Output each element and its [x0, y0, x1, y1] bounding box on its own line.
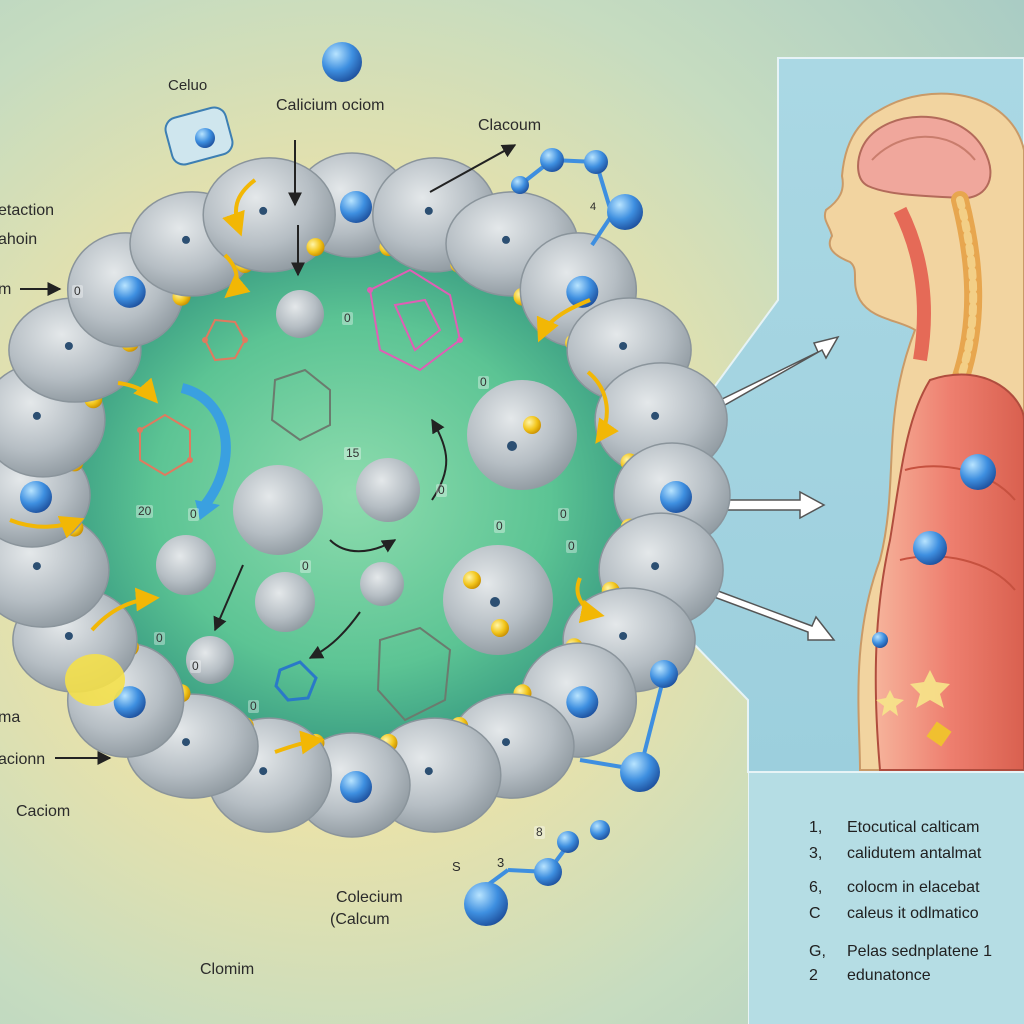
marker: 15 [344, 446, 362, 461]
cell-ring [0, 152, 731, 838]
legend-item-number: 6, [809, 879, 823, 896]
cell-nucleus [340, 771, 372, 803]
legend-item: 2 edunatonce [749, 967, 1024, 991]
label-m: m [0, 281, 12, 298]
cell-nucleus [32, 562, 41, 571]
legend-item: 3, calidutem antalmat [749, 845, 1024, 869]
marker: 0 [188, 507, 199, 522]
cell-icon [164, 106, 234, 166]
cell-nucleus [259, 206, 268, 215]
cell-nucleus [651, 411, 660, 420]
cell-nucleus [340, 191, 372, 223]
cell-nucleus [566, 275, 599, 308]
marker: 0 [154, 631, 165, 646]
marker: 0 [248, 699, 259, 714]
cell-nucleus [64, 632, 73, 640]
brain [857, 115, 992, 200]
legend-item-number: 3, [809, 845, 823, 862]
cell-nucleus [619, 632, 628, 640]
label-clacoum: Clacoum [478, 117, 542, 134]
cell-nucleus [113, 686, 146, 719]
legend-item: G, Pelas sednplatene 1 [749, 943, 1024, 967]
legend-item-text: calidutem antalmat [847, 845, 982, 862]
cell-nucleus [502, 738, 510, 747]
human-figure [823, 92, 1024, 771]
legend-panel: 1, Etocutical calticam 3, calidutem anta… [748, 772, 1024, 1024]
cell-nucleus [619, 342, 628, 350]
molecule-structures [137, 268, 463, 722]
blue-flow-arrow [180, 383, 231, 509]
marker: 8 [534, 825, 545, 840]
label-calcum: (Calcum [330, 911, 390, 928]
calcium-ion [306, 238, 325, 257]
label-celuo: Celuo [168, 77, 208, 94]
legend-item-number: 2 [809, 967, 818, 984]
legend-item-text: caleus it odlmatico [847, 905, 979, 922]
legend-item-number: G, [809, 943, 826, 960]
cell-nucleus [32, 411, 41, 420]
marker: 20 [136, 504, 154, 519]
label-colecium: Colecium [336, 889, 403, 906]
label-s: S [452, 859, 461, 874]
label-ahoin: ahoin [0, 231, 38, 248]
marker: 0 [436, 483, 447, 498]
label-caciom: Caciom [16, 803, 71, 820]
marker: 0 [478, 375, 489, 390]
label-three: 3 [497, 855, 505, 870]
cell-nucleus [566, 686, 599, 719]
label-acionn: acionn [0, 751, 46, 768]
marker: 0 [190, 659, 201, 674]
label-calicium-ociom: Calicium ociom [276, 97, 385, 114]
label-ma: ma [0, 709, 21, 726]
inner-cells [156, 290, 577, 684]
cell-nucleus [424, 767, 433, 776]
cell-nucleus [182, 738, 190, 747]
marker: 0 [566, 539, 577, 554]
cell-nucleus [20, 481, 52, 513]
legend-item-number: 1, [809, 819, 823, 836]
marker: 0 [342, 311, 353, 326]
cell-nucleus [651, 562, 660, 571]
cell-nucleus [424, 206, 433, 215]
highlighted-cell [65, 654, 125, 706]
cell-nucleus [502, 235, 510, 244]
legend-item-text: edunatonce [847, 967, 931, 984]
label-etaction: etaction [0, 202, 55, 219]
chain-molecules [322, 42, 678, 926]
marker: 0 [300, 559, 311, 574]
legend-item: 1, Etocutical calticam [749, 819, 1024, 843]
legend-item-number: C [809, 905, 821, 922]
epithelial-cell [202, 157, 336, 273]
marker: 0 [72, 284, 83, 299]
cell-nucleus [182, 235, 190, 244]
cell-nucleus [64, 342, 73, 350]
label-small-4: 4 [590, 201, 597, 213]
cell-nucleus [660, 481, 692, 513]
marker: 0 [494, 519, 505, 534]
cell-nucleus [113, 275, 146, 308]
label-clomim: Clomim [200, 961, 255, 978]
pointer-arrows [20, 140, 517, 765]
legend-item-text: Pelas sednplatene 1 [847, 943, 992, 960]
legend-item-text: Etocutical calticam [847, 819, 980, 836]
ion-flow-arrows [9, 178, 619, 755]
legend-item: C caleus it odlmatico [749, 905, 1024, 929]
legend-item: 6, colocm in elacebat [749, 879, 1024, 903]
transport-arrows [651, 335, 840, 641]
marker: 0 [558, 507, 569, 522]
cell-nucleus [259, 767, 268, 776]
legend-item-text: colocm in elacebat [847, 879, 980, 896]
